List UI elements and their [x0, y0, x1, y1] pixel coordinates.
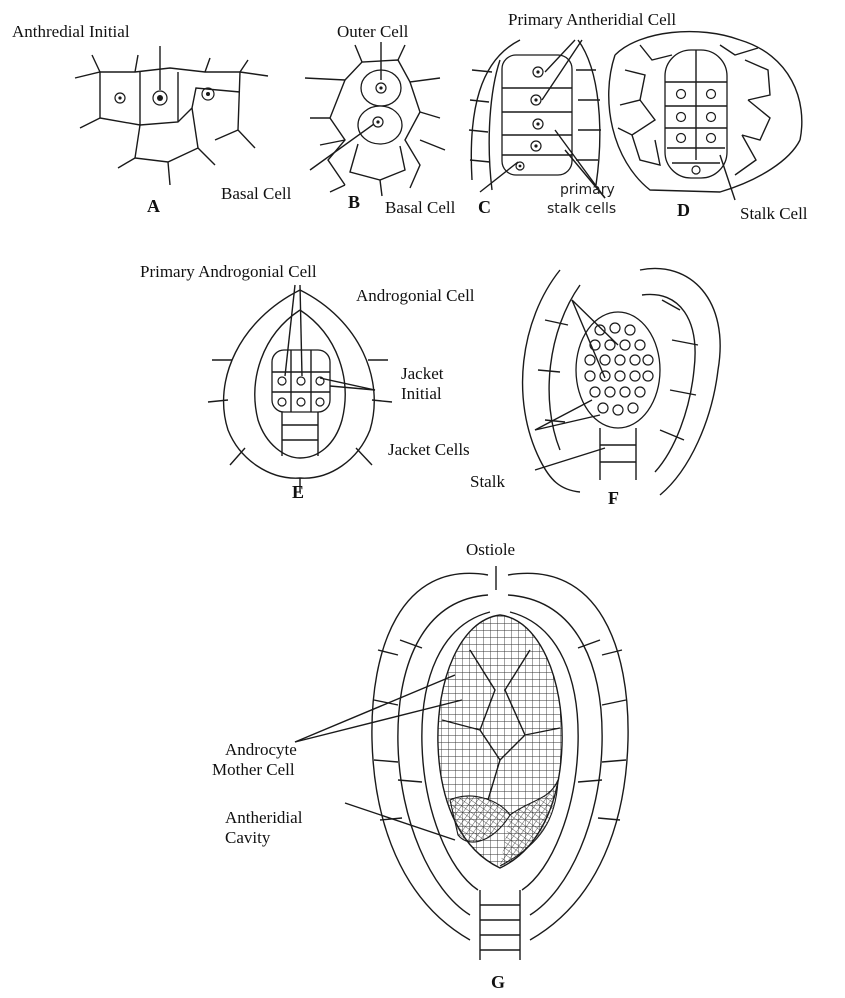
label-androgonial-cell: Androgonial Cell [356, 286, 475, 306]
label-primary: primary [560, 182, 615, 198]
label-ostiole: Ostiole [466, 540, 515, 560]
label-cavity: Cavity [225, 828, 270, 848]
label-primary-androgonial-cell: Primary Androgonial Cell [140, 262, 317, 282]
panel-d-drawing [609, 32, 802, 192]
label-basal-cell-c: Basal Cell [385, 198, 455, 218]
label-anthredial-initial: Anthredial Initial [12, 22, 130, 42]
label-primary-antheridial-cell: Primary Antheridial Cell [508, 10, 676, 30]
label-jacket: Jacket [401, 364, 443, 384]
panel-letter-c: C [478, 197, 491, 218]
label-initial: Initial [401, 384, 442, 404]
label-stalk: Stalk [470, 472, 505, 492]
panel-a-drawing [75, 55, 268, 185]
label-androcyte: Androcyte [225, 740, 297, 760]
label-mother-cell: Mother Cell [212, 760, 295, 780]
panel-b-drawing [305, 45, 445, 196]
label-stalk-cells: stalk cells [547, 201, 616, 217]
label-antheridial: Antheridial [225, 808, 302, 828]
panel-letter-d: D [677, 200, 690, 221]
panel-letter-e: E [292, 482, 304, 503]
panel-e-drawing [208, 290, 392, 492]
label-stalk-cell: Stalk Cell [740, 204, 808, 224]
panel-c-drawing [469, 40, 601, 190]
panel-g-drawing [372, 566, 628, 960]
label-basal-cell-b: Basal Cell [221, 184, 291, 204]
panel-f-drawing [523, 268, 721, 495]
label-jacket-cells: Jacket Cells [388, 440, 470, 460]
panel-letter-a: A [147, 196, 160, 217]
panel-letter-g: G [491, 972, 505, 993]
label-outer-cell: Outer Cell [337, 22, 408, 42]
panel-letter-f: F [608, 488, 619, 509]
panel-letter-b: B [348, 192, 360, 213]
